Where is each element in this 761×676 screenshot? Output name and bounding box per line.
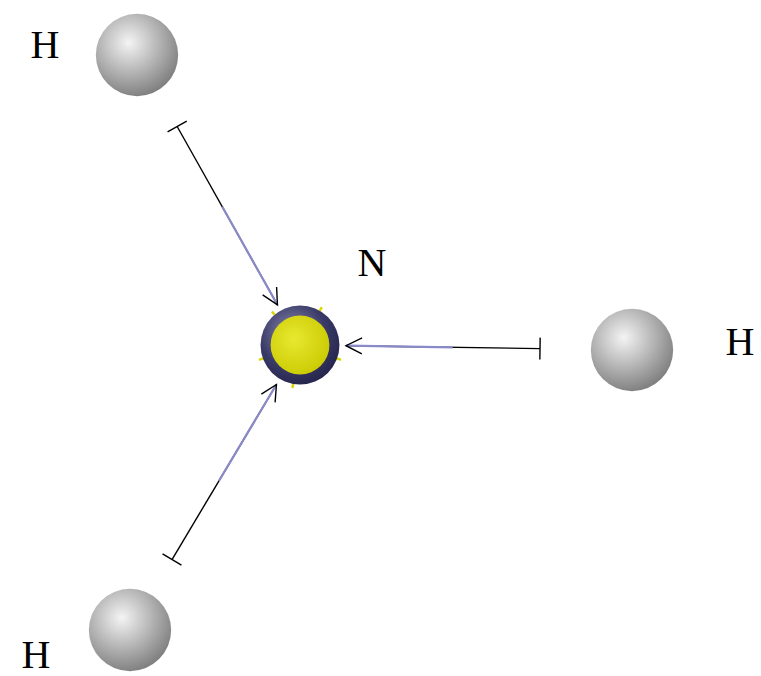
bond-arrow [163,385,277,566]
hydrogen-atom: H [95,13,179,97]
bond-arrow [168,121,278,305]
atom-sphere [88,588,172,672]
atom-sphere [258,303,342,387]
atom-label: H [31,25,60,65]
bond-arrow [346,338,540,360]
atom-label: H [726,322,755,362]
atom-label: N [358,243,387,283]
hydrogen-atom: H [88,588,172,672]
hydrogen-atom: H [590,308,674,392]
atom-label: H [22,635,51,675]
atom-sphere [95,13,179,97]
nitrogen-atom: N [258,303,342,387]
atom-sphere [590,308,674,392]
